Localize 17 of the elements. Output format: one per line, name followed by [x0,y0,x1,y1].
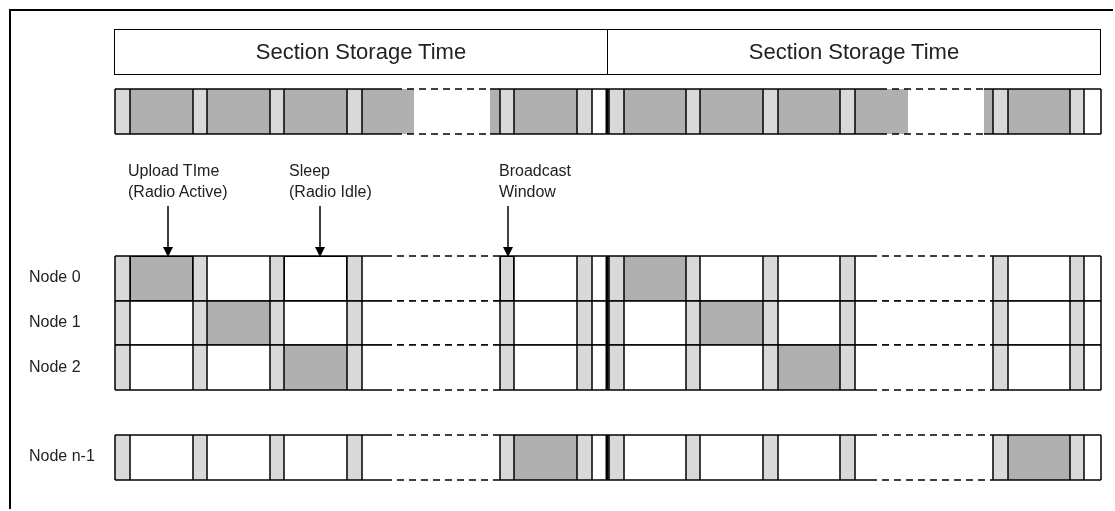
callout-label: Broadcast Window [499,160,599,204]
callout-label: Sleep (Radio Idle) [289,160,379,204]
slot-cell [284,256,347,301]
row-label: Node n-1 [29,447,95,465]
slot-cell [130,256,193,301]
row-label: Node 1 [29,313,81,331]
leader-arrow [163,205,173,257]
section-title: Section Storage Time [255,39,467,65]
section-box [607,29,1101,75]
row-label: Node 2 [29,358,81,376]
slot-cell [500,256,514,301]
section-box [114,29,608,75]
leader-arrow [503,205,513,257]
callout-label: Upload TIme (Radio Active) [128,160,246,204]
section-title: Section Storage Time [748,39,960,65]
leader-arrow [315,205,325,257]
row-label: Node 0 [29,268,81,286]
